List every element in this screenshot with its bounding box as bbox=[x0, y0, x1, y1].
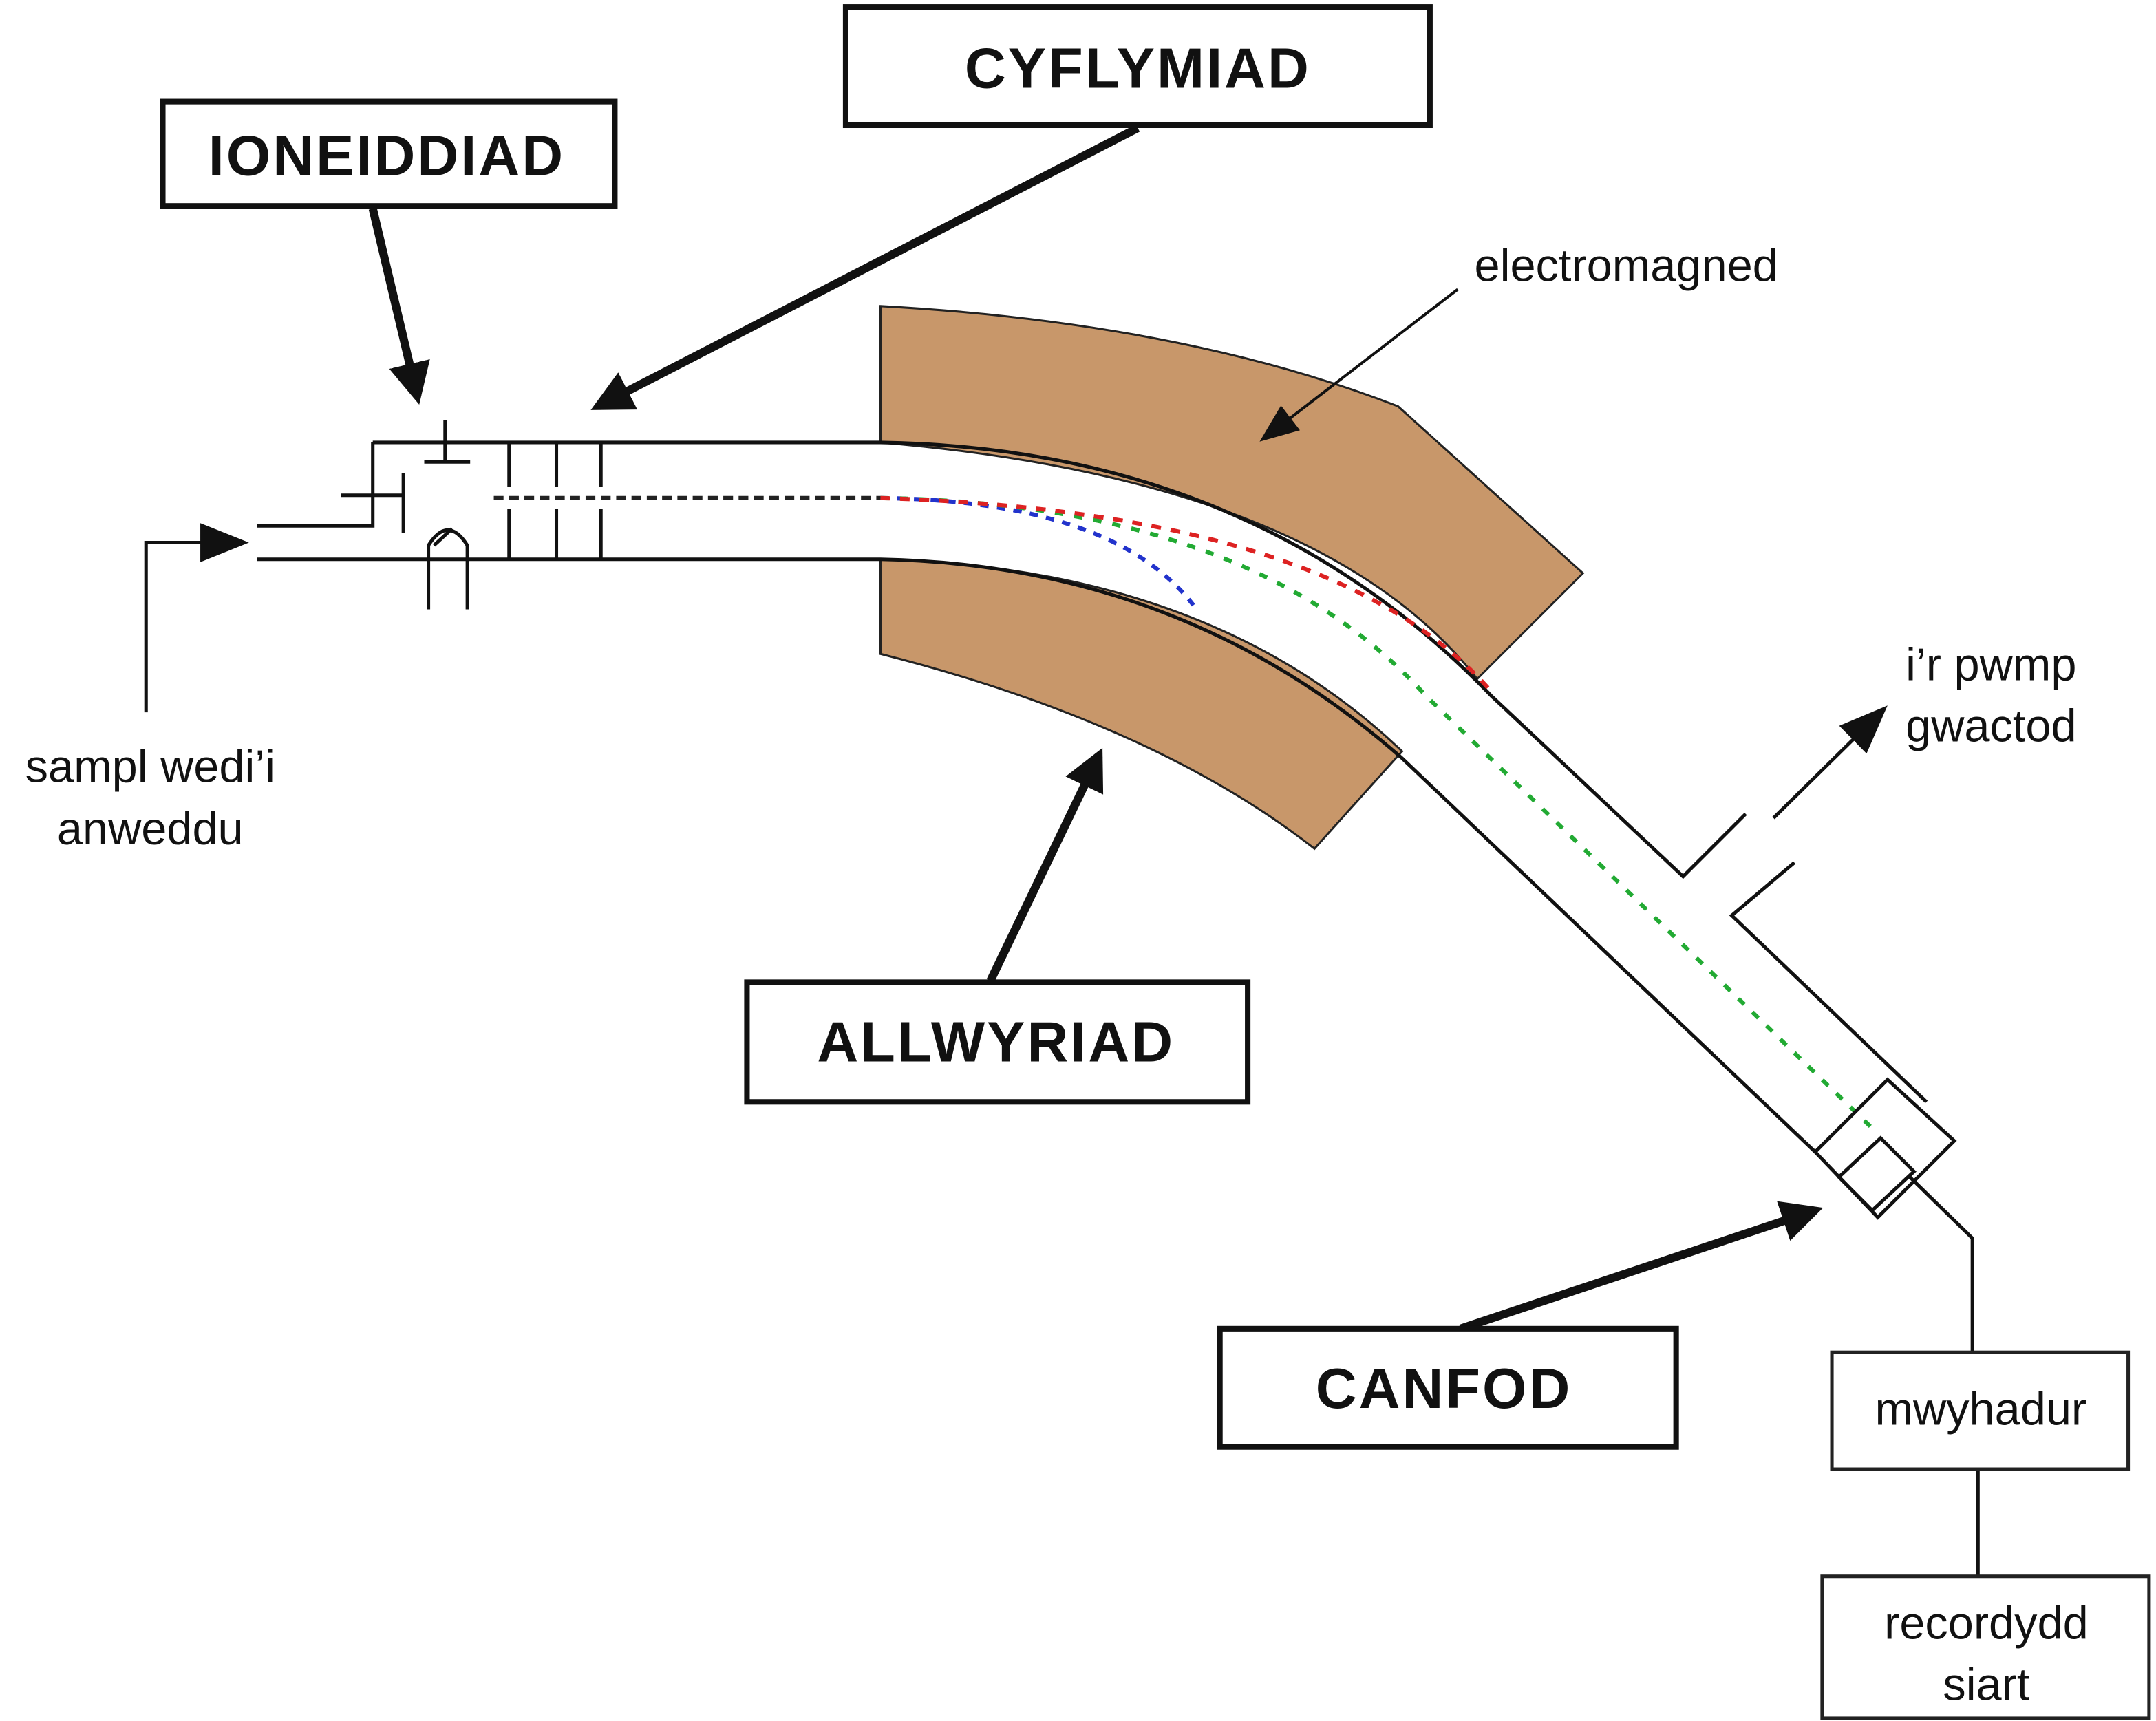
chart-recorder-label-line2: siart bbox=[1943, 1660, 2029, 1711]
detector bbox=[1813, 1077, 1974, 1353]
ion-beam-medium bbox=[880, 495, 1872, 1129]
acceleration-arrow bbox=[590, 124, 1140, 410]
electromagnet-lower bbox=[879, 558, 1404, 851]
chart-recorder-box bbox=[1820, 1574, 2151, 1720]
sample-inlet bbox=[257, 442, 375, 528]
ion-beam-light bbox=[880, 495, 1195, 607]
chart-recorder-label-line1: recordydd bbox=[1884, 1599, 2089, 1649]
detection-box bbox=[1217, 1325, 1679, 1450]
pump-label-line2: gwactod bbox=[1906, 701, 2076, 752]
sample-label-line2: anweddu bbox=[57, 804, 244, 855]
electromagnet-pointer-arrow bbox=[1259, 288, 1459, 442]
repeller-plate bbox=[341, 473, 405, 533]
deflection-label: ALLWYRIAD bbox=[817, 1010, 1175, 1074]
flight-tube-bottom-wall bbox=[257, 557, 1817, 1153]
detection-arrow bbox=[1459, 1201, 1824, 1333]
pump-arrow bbox=[1772, 705, 1888, 820]
pump-outlet bbox=[1729, 861, 1928, 1104]
electron-trap bbox=[424, 420, 471, 464]
electromagnet-label: electromagned bbox=[1475, 240, 1778, 291]
amplifier-box bbox=[1830, 1350, 2131, 1471]
ionisation-arrow bbox=[368, 207, 430, 405]
acceleration-box bbox=[842, 4, 1433, 129]
ion-beam-heavy bbox=[880, 495, 1493, 693]
ionisation-box bbox=[160, 98, 618, 209]
pump-label-line1: i’r pwmp bbox=[1906, 640, 2076, 691]
acceleration-label: CYFLYMIAD bbox=[965, 36, 1311, 100]
sample-inlet-arrow bbox=[144, 523, 249, 713]
amplifier-label: mwyhadur bbox=[1875, 1384, 2086, 1435]
filament bbox=[427, 527, 469, 610]
deflection-box bbox=[744, 979, 1251, 1105]
flight-tube-top-wall bbox=[372, 440, 1747, 879]
sample-label-line1: sampl wedi’i bbox=[25, 741, 275, 792]
ionisation-label: IONEIDDIAD bbox=[209, 124, 565, 188]
accelerating-plates bbox=[507, 442, 603, 559]
deflection-arrow bbox=[986, 747, 1104, 983]
detection-label: CANFOD bbox=[1316, 1356, 1572, 1420]
